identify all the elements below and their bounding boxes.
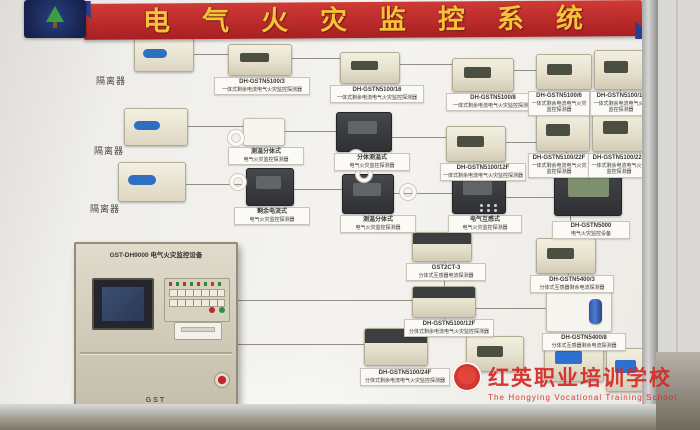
- indicator-leds: [169, 282, 225, 286]
- current-transformer-coil: [589, 299, 602, 324]
- device-display: [546, 124, 571, 136]
- isolator-label: 隔离器: [90, 204, 121, 214]
- watermark: 红英职业培训学校 The Hongying Vocational Trainin…: [452, 362, 677, 402]
- device-display: [463, 67, 492, 78]
- red-led: [209, 307, 215, 313]
- tree-icon: [46, 6, 64, 28]
- wall-seam: [676, 0, 678, 380]
- device-display: [353, 182, 381, 197]
- device-display: [240, 52, 269, 63]
- wire: [390, 137, 446, 138]
- wire: [474, 308, 546, 309]
- device-display: [604, 60, 629, 74]
- device-display: [463, 179, 492, 195]
- wire: [236, 344, 364, 345]
- detector-device: [412, 232, 472, 262]
- detector-device: [243, 118, 285, 146]
- wire: [398, 64, 452, 65]
- page-title: 电气火灾监控系统: [142, 3, 616, 37]
- control-cabinet: GST-DH9000 电气火灾监控设备 GST: [74, 242, 238, 410]
- device-display: [546, 63, 572, 75]
- wire: [192, 54, 228, 55]
- detector-device: [536, 238, 596, 274]
- green-led: [219, 307, 225, 313]
- wire: [504, 197, 554, 198]
- isolator-device: [124, 108, 188, 146]
- isolator-device: [134, 38, 194, 72]
- status-buttons: [205, 300, 225, 318]
- detector-device: [412, 286, 476, 318]
- device-label: 电气互感式电气火灾监控探测器: [448, 215, 522, 234]
- detector-device: [340, 52, 400, 84]
- title-banner: 电气火灾监控系统: [84, 0, 642, 40]
- screen-content: [102, 287, 144, 321]
- watermark-text-cn: 红英职业培训学校: [488, 366, 672, 390]
- wire: [292, 189, 342, 190]
- cabinet-title: GST-DH9000 电气火灾监控设备: [109, 252, 203, 259]
- detector-device: [336, 112, 392, 152]
- device-display: [457, 135, 485, 147]
- detector-device: [536, 54, 592, 90]
- device-label: 分体测温式电气火灾监控探测器: [334, 153, 410, 172]
- emergency-button: [214, 372, 230, 388]
- cabinet-printer: [174, 322, 222, 340]
- ct-coil: [400, 184, 416, 200]
- cabinet-brand: GST: [145, 397, 167, 404]
- wire: [186, 126, 243, 127]
- device-display: [602, 121, 628, 135]
- watermark-text-en: The Hongying Vocational Training School: [488, 393, 678, 402]
- detector-device: [536, 114, 590, 152]
- wire: [236, 300, 412, 301]
- ct-coil: [228, 130, 244, 146]
- device-display: [547, 247, 575, 259]
- wire: [512, 70, 536, 71]
- detector-device: [228, 44, 292, 76]
- device-display: [351, 60, 379, 71]
- device-display: [256, 176, 282, 190]
- device-display: [347, 120, 378, 135]
- button-row: [169, 289, 225, 297]
- device-label: 测温分体式电气火灾监控探测器: [228, 147, 304, 166]
- wire: [290, 58, 340, 59]
- cabinet-door-seam: [80, 352, 232, 354]
- detector-device: [246, 168, 294, 206]
- floor-shadow: [0, 418, 658, 430]
- isolator-label: 隔离器: [96, 76, 127, 86]
- device-display: [568, 175, 610, 197]
- device-label: 测温分体式电气火灾监控探测器: [340, 215, 416, 234]
- watermark-logo: [452, 362, 482, 392]
- cabinet-keypad: [164, 278, 230, 322]
- isolator-display: [133, 120, 160, 130]
- school-emblem: [24, 0, 86, 38]
- detector-device: [446, 126, 506, 162]
- detector-device: [594, 50, 648, 90]
- watermark-text: 红英职业培训学校 The Hongying Vocational Trainin…: [488, 362, 677, 402]
- isolator-display: [128, 175, 156, 186]
- device-display: [477, 345, 503, 357]
- isolator-label: 隔离器: [94, 146, 125, 156]
- ct-coil: [230, 174, 246, 190]
- cabinet-screen: [92, 278, 154, 330]
- wire: [283, 131, 336, 132]
- isolator-display: [143, 49, 168, 58]
- detector-device: [546, 292, 612, 332]
- detector-device: [452, 58, 514, 92]
- wire: [506, 142, 536, 143]
- device-label: 剩余电流式电气火灾监控探测器: [234, 207, 310, 226]
- isolator-device: [118, 162, 186, 202]
- detector-device: [592, 110, 648, 152]
